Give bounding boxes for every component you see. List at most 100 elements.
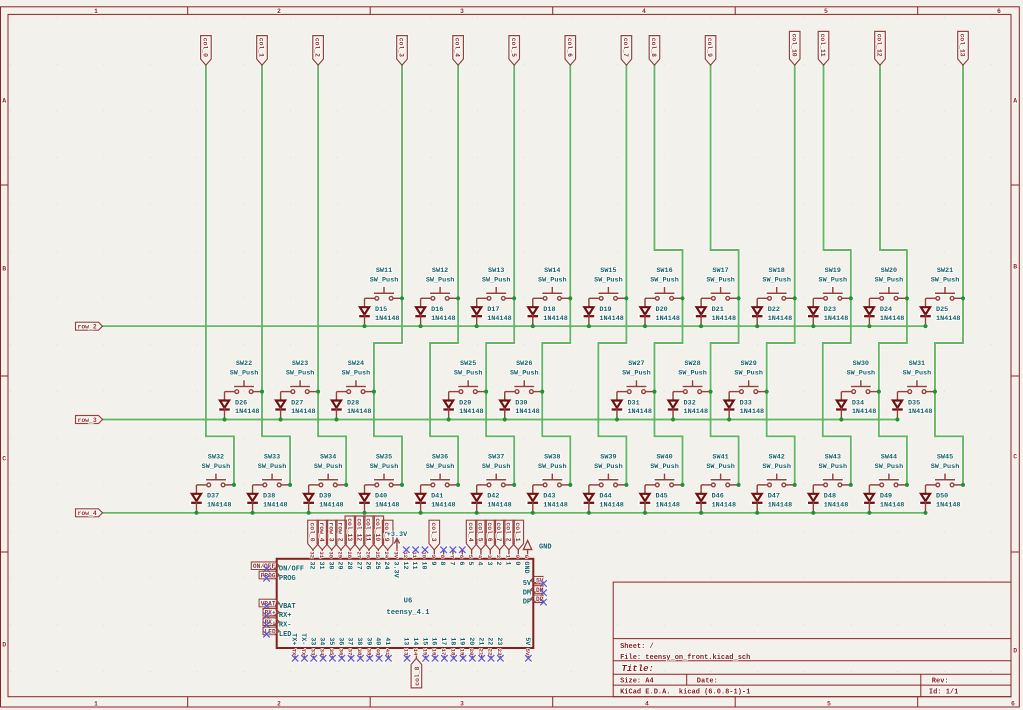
svg-text:SW_Push: SW_Push	[342, 370, 371, 378]
svg-text:col_2: col_2	[505, 522, 512, 541]
svg-text:SW40: SW40	[656, 454, 672, 462]
svg-text:20: 20	[467, 637, 475, 645]
svg-text:SW37: SW37	[488, 454, 504, 462]
svg-text:col_8: col_8	[414, 666, 421, 685]
svg-text:1: 1	[505, 555, 512, 559]
svg-text:SW_Push: SW_Push	[734, 370, 763, 378]
svg-text:1N4148: 1N4148	[656, 315, 680, 323]
svg-text:col_13: col_13	[346, 518, 353, 541]
svg-text:PROG: PROG	[279, 575, 296, 583]
svg-text:2: 2	[277, 701, 281, 708]
svg-text:SW34: SW34	[320, 454, 336, 462]
svg-text:D44: D44	[599, 493, 611, 501]
svg-text:row_4: row_4	[78, 510, 97, 517]
svg-text:23: 23	[495, 637, 503, 645]
svg-text:GND: GND	[539, 544, 552, 552]
svg-text:SW_Push: SW_Push	[847, 370, 876, 378]
svg-text:19: 19	[458, 637, 466, 645]
svg-text:SW22: SW22	[236, 360, 252, 368]
svg-text:8: 8	[439, 555, 446, 559]
svg-text:DM: DM	[523, 589, 531, 597]
svg-text:1N4148: 1N4148	[740, 408, 764, 416]
svg-text:SW24: SW24	[348, 360, 364, 368]
svg-text:D43: D43	[543, 493, 555, 501]
svg-text:37: 37	[347, 649, 354, 656]
svg-text:1N4148: 1N4148	[768, 502, 792, 510]
svg-text:D35: D35	[908, 399, 920, 407]
svg-text:SW13: SW13	[488, 267, 504, 275]
svg-text:Sheet: /: Sheet: /	[620, 643, 654, 651]
svg-text:SW16: SW16	[656, 267, 672, 275]
svg-text:SW38: SW38	[544, 454, 560, 462]
svg-text:DP: DP	[523, 599, 531, 607]
svg-text:5: 5	[827, 701, 831, 708]
svg-text:4: 4	[477, 555, 484, 559]
svg-text:SW21: SW21	[937, 267, 953, 275]
svg-text:LED: LED	[265, 628, 276, 635]
svg-text:23: 23	[496, 649, 503, 656]
svg-text:15: 15	[420, 637, 428, 645]
svg-text:38: 38	[356, 649, 363, 656]
svg-text:34: 34	[318, 637, 326, 645]
svg-text:22: 22	[487, 649, 494, 656]
svg-text:SW12: SW12	[432, 267, 448, 275]
svg-text:col_6: col_6	[566, 38, 573, 57]
svg-text:SW_Push: SW_Push	[650, 276, 679, 284]
svg-text:6: 6	[458, 555, 465, 559]
svg-text:col_5: col_5	[477, 522, 484, 541]
svg-text:teensy_4.1: teensy_4.1	[386, 609, 430, 617]
svg-text:SW32: SW32	[208, 454, 224, 462]
svg-text:SW_Push: SW_Push	[370, 276, 399, 284]
svg-text:4: 4	[645, 701, 649, 708]
svg-text:41: 41	[383, 637, 391, 645]
svg-text:row_3: row_3	[78, 417, 97, 424]
svg-text:KiCad E.D.A. kicad (6.0.8-1)-: KiCad E.D.A. kicad (6.0.8-1)-1	[620, 689, 750, 697]
svg-text:9: 9	[430, 555, 437, 559]
svg-text:SW_Push: SW_Push	[819, 276, 848, 284]
svg-text:20: 20	[468, 649, 475, 656]
svg-text:col_3: col_3	[398, 38, 405, 57]
svg-text:D16: D16	[431, 306, 443, 314]
svg-text:1N4148: 1N4148	[459, 408, 483, 416]
svg-text:0: 0	[513, 561, 521, 565]
svg-text:10: 10	[421, 551, 428, 558]
svg-text:SW_Push: SW_Push	[510, 370, 539, 378]
svg-text:col_12: col_12	[355, 518, 362, 541]
svg-text:D37: D37	[207, 493, 219, 501]
svg-text:ON/OFF: ON/OFF	[279, 566, 304, 574]
svg-text:5V: 5V	[523, 637, 531, 646]
svg-text:C: C	[2, 455, 6, 462]
svg-text:18: 18	[449, 649, 456, 656]
svg-text:1N4148: 1N4148	[487, 315, 511, 323]
svg-text:7: 7	[448, 561, 456, 565]
svg-text:26: 26	[365, 551, 372, 558]
svg-text:SW26: SW26	[516, 360, 532, 368]
svg-text:1N4148: 1N4148	[824, 502, 848, 510]
svg-text:SW_Push: SW_Push	[230, 370, 259, 378]
svg-text:A: A	[1013, 97, 1017, 104]
svg-text:1N4148: 1N4148	[656, 502, 680, 510]
svg-text:1N4148: 1N4148	[347, 408, 371, 416]
svg-text:VBAT: VBAT	[279, 603, 296, 611]
svg-text:TX-: TX-	[299, 633, 307, 645]
svg-text:36: 36	[337, 649, 344, 656]
svg-text:1N4148: 1N4148	[207, 502, 231, 510]
svg-text:5V: 5V	[523, 580, 532, 588]
svg-text:SW_Push: SW_Push	[426, 463, 455, 471]
svg-text:21: 21	[477, 649, 484, 656]
svg-text:1N4148: 1N4148	[375, 502, 399, 510]
svg-text:2: 2	[495, 555, 502, 559]
svg-text:1N4148: 1N4148	[431, 315, 455, 323]
svg-text:D33: D33	[740, 399, 752, 407]
svg-text:D26: D26	[235, 399, 247, 407]
svg-text:D42: D42	[487, 493, 499, 501]
svg-text:28: 28	[346, 551, 353, 558]
svg-text:D47: D47	[768, 493, 780, 501]
svg-text:5: 5	[467, 555, 474, 559]
svg-text:24: 24	[383, 551, 390, 558]
svg-text:1N4148: 1N4148	[684, 408, 708, 416]
svg-text:col_0: col_0	[309, 522, 316, 541]
svg-text:RX-: RX-	[265, 619, 276, 626]
svg-text:28: 28	[345, 561, 353, 569]
svg-text:3: 3	[460, 8, 464, 15]
